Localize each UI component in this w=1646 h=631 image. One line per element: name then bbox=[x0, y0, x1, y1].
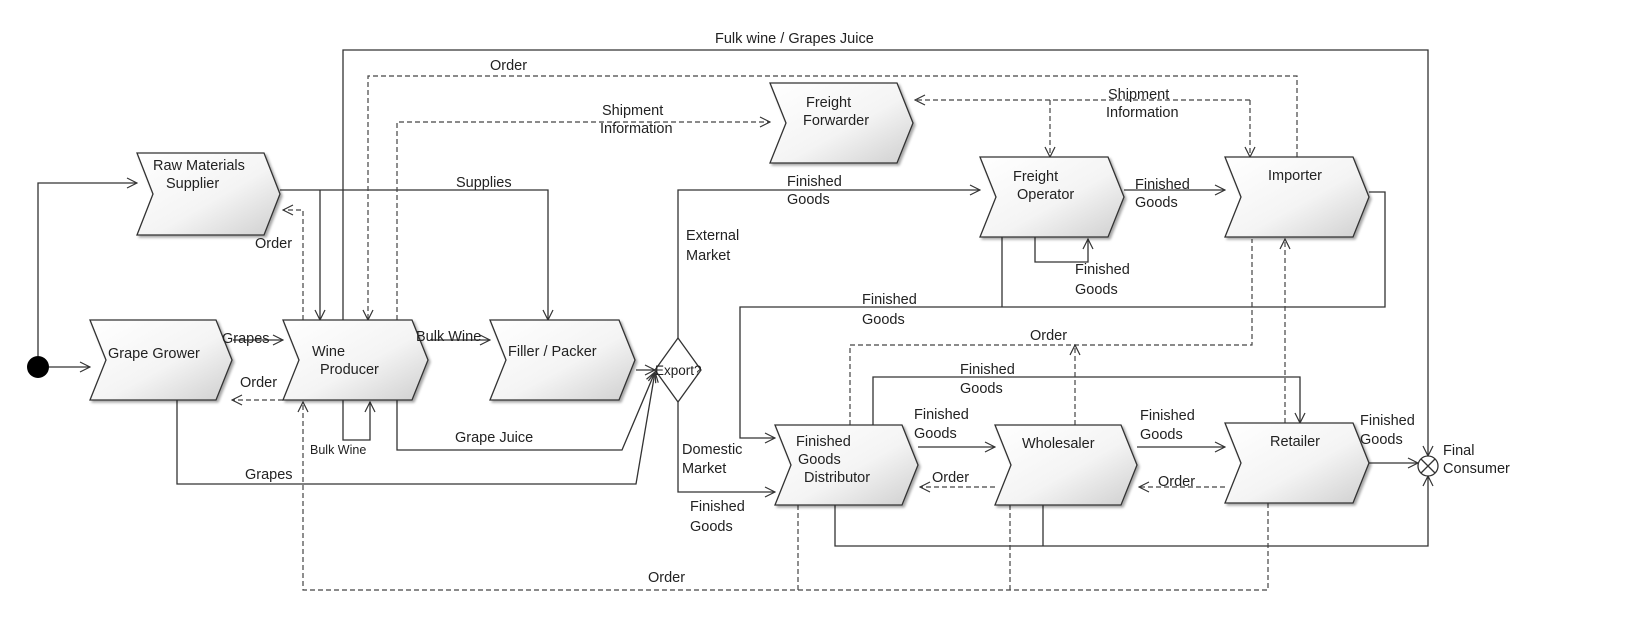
label-order-raw: Order bbox=[255, 236, 292, 252]
grape-grower-label: Grape Grower bbox=[108, 346, 200, 362]
label-order-to-distributor: Order bbox=[932, 470, 969, 486]
label-order-top: Order bbox=[490, 58, 527, 74]
label-grapes-to-producer: Grapes bbox=[222, 331, 270, 347]
edge-grape-juice-to-export bbox=[396, 372, 655, 451]
filler-packer-node[interactable] bbox=[489, 319, 636, 401]
edge-grapes-to-export bbox=[176, 372, 655, 485]
label-grapes-bottom: Grapes bbox=[245, 467, 293, 483]
label-supplies: Supplies bbox=[456, 175, 512, 191]
raw-materials-supplier-node[interactable] bbox=[136, 152, 281, 236]
label-bulk-wine-loop: Bulk Wine bbox=[310, 443, 366, 457]
freight-forwarder-node[interactable] bbox=[769, 82, 914, 164]
wholesaler-label: Wholesaler bbox=[1022, 436, 1095, 452]
freight-operator-node[interactable] bbox=[979, 156, 1125, 238]
edge-bulkwine-juice-to-consumer bbox=[342, 49, 1428, 456]
label-order-to-grower: Order bbox=[240, 375, 277, 391]
edge-distribution-to-consumer bbox=[834, 476, 1428, 547]
edge-distributor-to-retailer bbox=[872, 376, 1300, 425]
retailer-node[interactable] bbox=[1224, 422, 1370, 504]
wine-producer-node[interactable] bbox=[282, 319, 429, 401]
filler-packer-label: Filler / Packer bbox=[508, 344, 597, 360]
importer-label: Importer bbox=[1268, 168, 1322, 184]
label-bulk-wine-grapes-juice: Fulk wine / Grapes Juice bbox=[715, 31, 874, 47]
edge-import-to-distributor bbox=[739, 191, 1386, 438]
label-order-to-wholesaler: Order bbox=[1158, 474, 1195, 490]
wholesaler-node[interactable] bbox=[994, 424, 1138, 506]
edge-bulk-wine-loop bbox=[342, 400, 370, 441]
edge-start-to-raw-supplier bbox=[37, 183, 137, 356]
edge-operator-loop bbox=[1034, 237, 1088, 263]
final-consumer-node[interactable] bbox=[1417, 455, 1439, 477]
solid-flows bbox=[37, 49, 1428, 547]
export-decision-diamond[interactable] bbox=[654, 336, 702, 404]
cross-icon bbox=[1420, 458, 1436, 474]
label-bulk-wine-to-filler: Bulk Wine bbox=[416, 329, 481, 345]
process-nodes bbox=[89, 82, 1370, 506]
information-flows bbox=[232, 75, 1298, 591]
edge-export-to-distributor bbox=[677, 402, 775, 492]
start-node bbox=[27, 356, 49, 378]
label-order-middle: Order bbox=[1030, 328, 1067, 344]
grape-grower-node[interactable] bbox=[89, 319, 233, 401]
edge-shipment-info-left bbox=[396, 122, 770, 320]
export-decision-label: Export? bbox=[655, 363, 702, 378]
edge-export-to-operator bbox=[677, 190, 980, 338]
edge-order-importer-to-producer bbox=[368, 75, 1298, 320]
edge-order-bottom bbox=[303, 402, 1269, 591]
edge-supplies-to-filler bbox=[280, 189, 548, 320]
label-order-bottom: Order bbox=[648, 570, 685, 586]
edge-order-to-raw-supplier bbox=[283, 210, 304, 320]
edge-order-middle bbox=[849, 239, 1253, 425]
finished-goods-distributor-node[interactable] bbox=[774, 424, 919, 506]
label-grape-juice: Grape Juice bbox=[455, 430, 533, 446]
retailer-label: Retailer bbox=[1270, 434, 1320, 450]
importer-node[interactable] bbox=[1224, 156, 1370, 238]
